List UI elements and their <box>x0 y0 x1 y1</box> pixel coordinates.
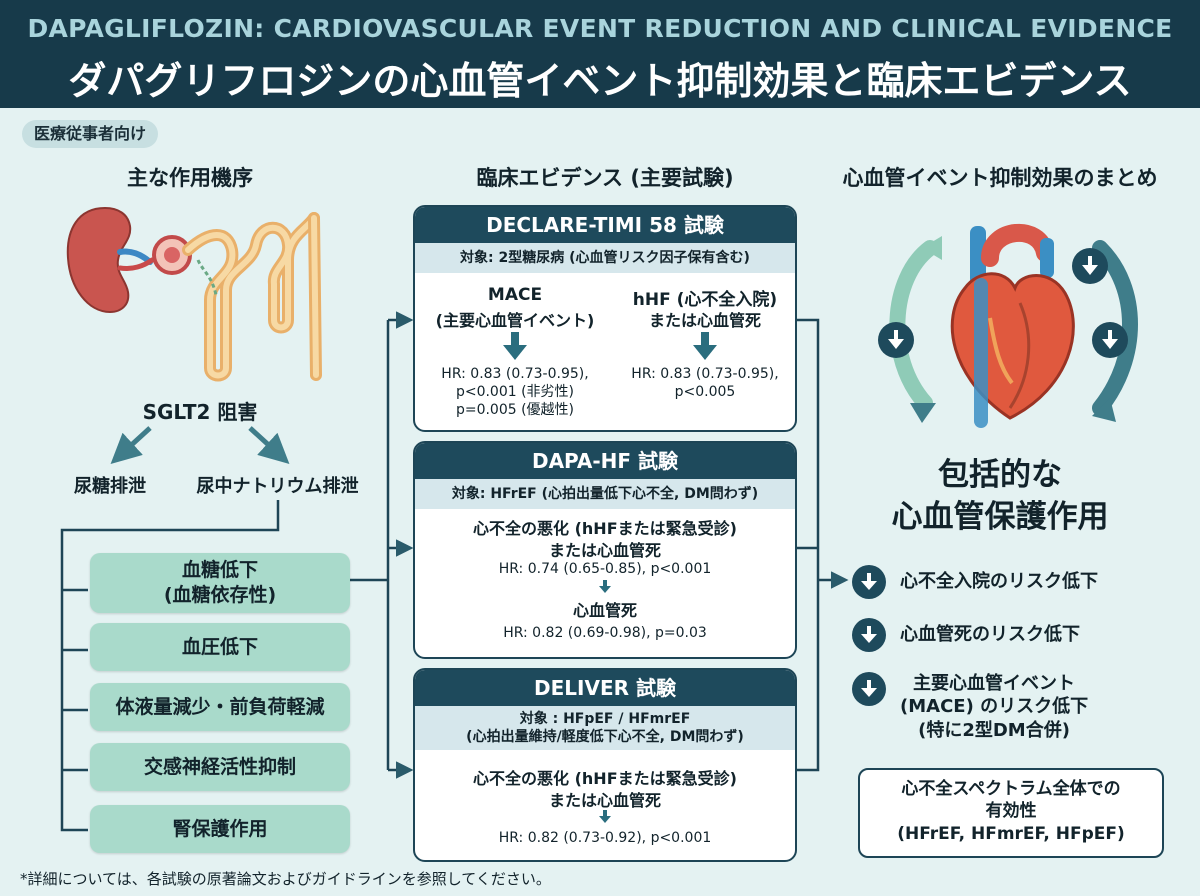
effect-volume-reduction: 体液量減少・前負荷軽減 <box>90 683 350 731</box>
endpoint-cv-death-or: または心血管死 <box>548 541 661 560</box>
endpoint-mace: MACE <box>487 285 543 305</box>
endpoint-mace-desc: (主要心血管イベント) <box>435 311 595 330</box>
hr-value: HR: 0.83 (0.73-0.95), <box>441 366 589 382</box>
effect-sublabel: (血糖依存性) <box>163 584 277 606</box>
title-english: DAPAGLIFLOZIN: CARDIOVASCULAR EVENT REDU… <box>27 14 1173 43</box>
endpoint-worsening-hf: 心不全の悪化 (hHFまたは緊急受診) <box>473 769 737 788</box>
effect-blood-pressure: 血圧低下 <box>90 623 350 671</box>
summary-text: 心不全入院のリスク低下 <box>900 571 1098 592</box>
trial-name: DECLARE-TIMI 58 試験 <box>415 207 795 243</box>
endpoint-hhf-desc: または心血管死 <box>648 311 761 330</box>
summary-item-mace: 主要心血管イベント (MACE) のリスク低下 (特に2型DM合併) <box>852 672 1088 742</box>
heart-illustration <box>889 223 1138 428</box>
headline-line: 心血管保護作用 <box>891 498 1109 535</box>
summary-headline: 包括的な 心血管保護作用 <box>830 455 1170 539</box>
down-arrow-icon <box>1092 322 1128 358</box>
endpoint-cv-death: 心血管死 <box>572 601 637 620</box>
effect-glucose-lowering: 血糖低下(血糖依存性) <box>90 553 350 613</box>
heart-icon <box>950 223 1075 428</box>
summary-line: 主要心血管イベント <box>913 673 1076 694</box>
endpoint-worsening-hf: 心不全の悪化 (hHFまたは緊急受診) <box>473 519 737 538</box>
summary-text: 心血管死のリスク低下 <box>900 624 1080 645</box>
down-arrow-icon <box>599 810 611 823</box>
trial-target: 対象: HFrEF (心拍出量低下心不全, DM問わず) <box>415 479 795 509</box>
down-arrow-icon <box>852 672 886 706</box>
trial-name: DELIVER 試験 <box>415 670 795 706</box>
summary-item-hhf: 心不全入院のリスク低下 <box>852 565 1098 599</box>
hr-mace: HR: 0.83 (0.73-0.95), p<0.001 (非劣性) p=0.… <box>415 365 615 420</box>
headline-line: 包括的な <box>938 457 1062 493</box>
title-japanese: ダパグリフロジンの心血管イベント抑制効果と臨床エビデンス <box>68 59 1132 103</box>
hr-hhf: HR: 0.83 (0.73-0.95), p<0.005 <box>610 365 795 401</box>
down-arrow-icon <box>878 322 914 358</box>
effect-label: 腎保護作用 <box>172 817 268 840</box>
summary-item-cv-death: 心血管死のリスク低下 <box>852 618 1080 652</box>
down-arrow-icon <box>852 565 886 599</box>
down-arrow-icon <box>599 580 611 593</box>
kidney-icon <box>66 206 155 314</box>
effect-label: 血糖低下 <box>181 559 258 582</box>
hr-primary: HR: 0.82 (0.73-0.92), p<0.001 <box>498 830 712 846</box>
down-arrow-icon <box>1072 248 1108 284</box>
down-arrow-icon <box>503 332 527 360</box>
glucose-excretion-label: 尿糖排泄 <box>74 476 146 497</box>
mechanism-title: 主な作用機序 <box>127 166 253 190</box>
trial-dapahf: DAPA-HF 試験 対象: HFrEF (心拍出量低下心不全, DM問わず) … <box>413 441 797 659</box>
trial-name: DAPA-HF 試験 <box>415 443 795 479</box>
effect-label: 交感神経活性抑制 <box>143 755 296 778</box>
down-arrow-icon <box>693 332 717 360</box>
p-noninferiority: p<0.001 (非劣性) <box>455 384 575 401</box>
trial-target: 対象 : HFpEF / HFmrEF (心拍出量維持/軽度低下心不全, DM問… <box>415 706 795 750</box>
endpoint-cv-death-or: または心血管死 <box>548 791 661 810</box>
sodium-excretion-label: 尿中ナトリウム排泄 <box>196 476 359 497</box>
effect-sympathetic: 交感神経活性抑制 <box>90 743 350 791</box>
summary-title: 心血管イベント抑制効果のまとめ <box>842 166 1158 190</box>
spectrum-line: 心不全スペクトラム全体での <box>901 779 1121 799</box>
target-line: 対象 : HFpEF / HFmrEF <box>519 711 691 727</box>
hr-primary: HR: 0.74 (0.65-0.85), p<0.001 <box>498 561 712 577</box>
hr-value: HR: 0.83 (0.73-0.95), <box>631 366 779 382</box>
spectrum-line: 有効性 <box>985 801 1037 822</box>
target-line: (心拍出量維持/軽度低下心不全, DM問わず) <box>466 729 744 746</box>
nephron-tubule-icon <box>152 212 322 382</box>
trial-declare: DECLARE-TIMI 58 試験 対象: 2型糖尿病 (心血管リスク因子保有… <box>413 205 797 432</box>
sglt2-inhibition-label: SGLT2 阻害 <box>142 400 258 424</box>
header-banner: DAPAGLIFLOZIN: CARDIOVASCULAR EVENT REDU… <box>0 0 1200 108</box>
effect-renal-protection: 腎保護作用 <box>90 805 350 853</box>
footnote: *詳細については、各試験の原著論文およびガイドラインを参照してください。 <box>20 870 551 888</box>
p-value: p<0.005 <box>674 384 736 401</box>
summary-line: (MACE) のリスク低下 <box>900 696 1089 718</box>
summary-text: 主要心血管イベント (MACE) のリスク低下 (特に2型DM合併) <box>900 672 1088 742</box>
summary-line: (特に2型DM合併) <box>918 719 1070 741</box>
effect-label: 体液量減少・前負荷軽減 <box>115 695 325 718</box>
evidence-title: 臨床エビデンス (主要試験) <box>476 166 734 190</box>
kidney-nephron-illustration <box>66 206 322 382</box>
spectrum-line: (HFrEF, HFmrEF, HFpEF) <box>897 823 1125 844</box>
effect-label: 血圧低下 <box>181 635 258 658</box>
p-superiority: p=0.005 (優越性) <box>455 402 575 419</box>
down-arrow-icon <box>852 618 886 652</box>
endpoint-hhf: hHF (心不全入院) <box>632 290 778 310</box>
audience-tag: 医療従事者向け <box>22 120 159 148</box>
trial-deliver: DELIVER 試験 対象 : HFpEF / HFmrEF (心拍出量維持/軽… <box>413 668 797 862</box>
hr-cv-death: HR: 0.82 (0.69-0.98), p=0.03 <box>503 625 707 641</box>
trial-target: 対象: 2型糖尿病 (心血管リスク因子保有含む) <box>415 243 795 273</box>
hf-spectrum-box: 心不全スペクトラム全体での 有効性 (HFrEF, HFmrEF, HFpEF) <box>858 768 1164 858</box>
